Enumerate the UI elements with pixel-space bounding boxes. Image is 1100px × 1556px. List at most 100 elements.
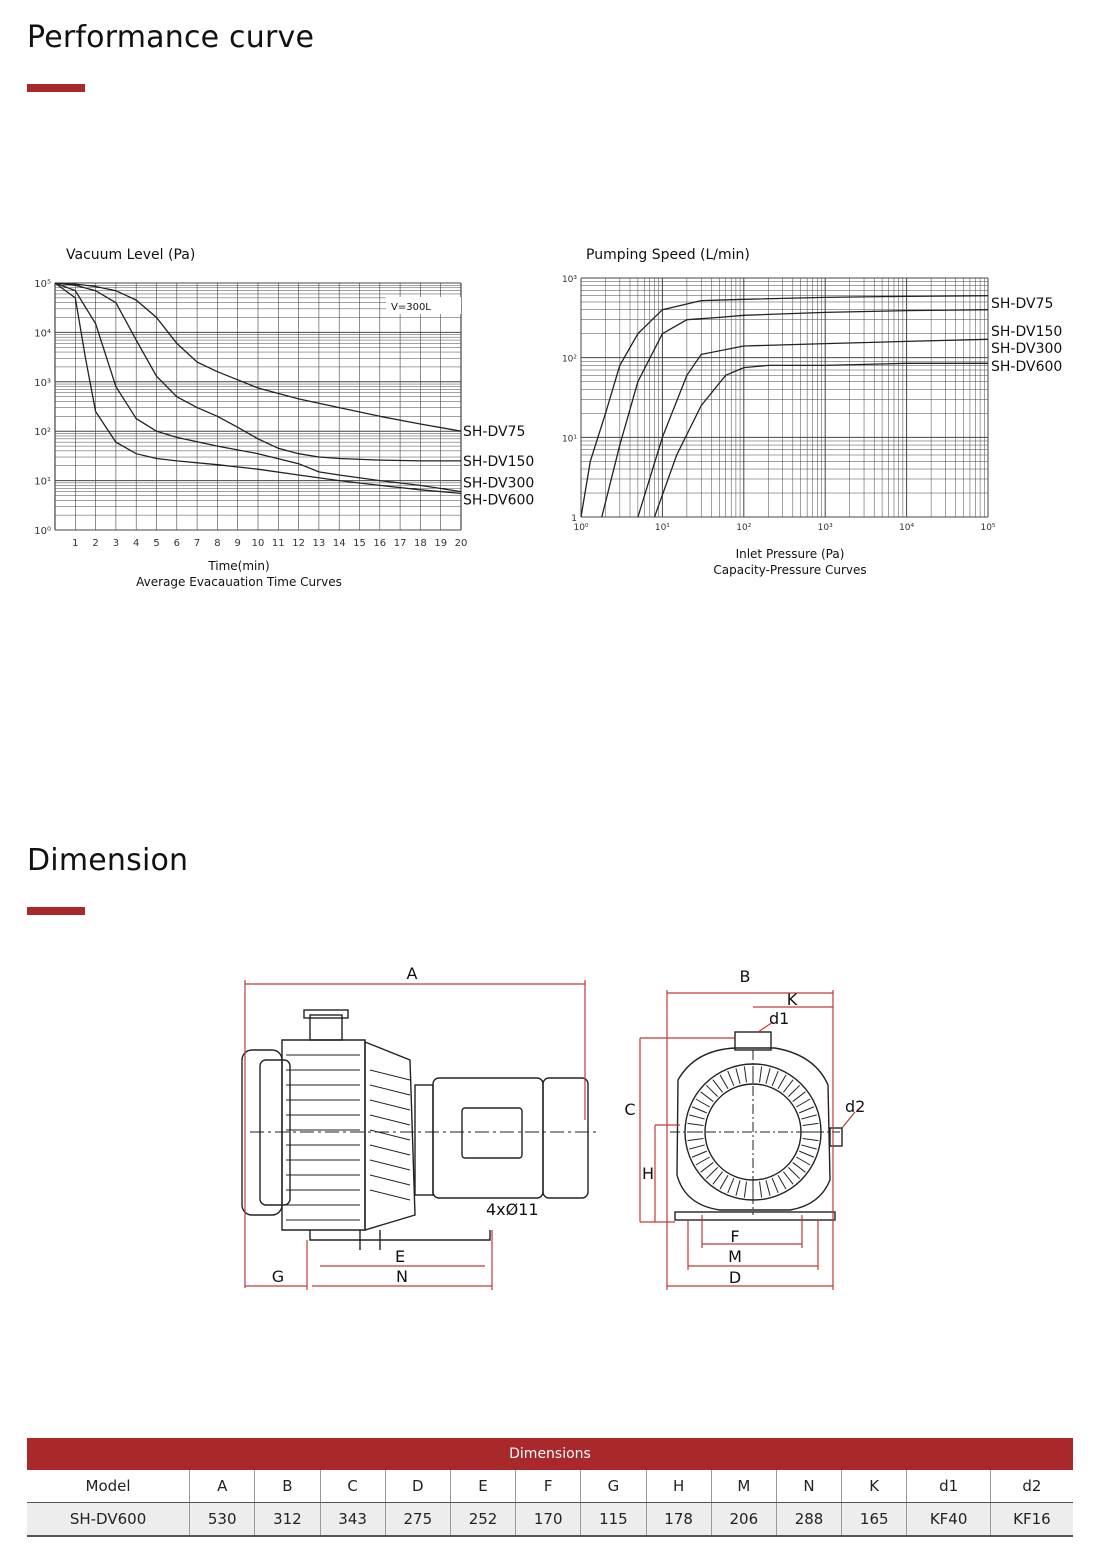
dim-label-f: F [730,1227,739,1246]
series-line-sh-dv75 [580,295,989,518]
series-label: SH-DV600 [463,492,534,508]
fin [689,1144,705,1150]
table-cell: 530 [189,1502,256,1537]
table-cell: 115 [580,1502,647,1537]
dimension-title: Dimension [27,843,189,878]
series-label: SH-DV75 [463,424,525,440]
table-cell: 275 [385,1502,451,1537]
front-view-housing [676,1047,831,1211]
fin [700,1091,714,1102]
series-label: SH-DV300 [463,476,534,492]
x-tick-label: 6 [174,538,180,549]
dim-label-g: G [272,1267,284,1286]
series-label: SH-DV150 [991,324,1062,340]
x-tick-label: 11 [272,538,285,549]
fin [792,1091,806,1102]
y-tick-label: 10² [562,355,577,365]
table-header-row: Model A B C D E F G H M N K d1 d2 [27,1470,1073,1503]
fin [743,1181,747,1198]
column-header: d2 [990,1470,1073,1503]
fin [771,1070,779,1086]
table-cell: 170 [515,1502,582,1537]
chart-title: Vacuum Level (Pa) [66,247,195,263]
fin [788,1084,801,1097]
dim-label-k: K [787,990,798,1009]
fin [727,1070,735,1086]
x-tick-label: 5 [153,538,159,549]
performance-title: Performance curve [27,20,315,55]
fin [695,1156,710,1166]
title-accent-bar [27,84,85,92]
chart-title: Pumping Speed (L/min) [586,247,750,263]
table-cell: 252 [450,1502,517,1537]
column-header: D [385,1470,451,1503]
fin [727,1178,735,1194]
table-cell: KF16 [990,1502,1073,1537]
dim-label-d: D [729,1268,741,1287]
series-line-sh-dv300 [54,282,462,493]
fin [777,1175,787,1190]
fin [735,1180,741,1196]
series-line-sh-dv150 [54,282,461,462]
dim-label-d1: d1 [769,1009,789,1028]
series-line-sh-dv150 [601,309,989,518]
y-tick-label: 10¹ [34,477,51,488]
column-header: G [580,1470,647,1503]
series-label: SH-DV150 [463,454,534,470]
x-tick-label: 10⁴ [899,523,914,533]
dim-label-a: A [407,964,418,983]
column-header: E [450,1470,517,1503]
terminal-box [461,1107,523,1159]
table-cell: 343 [320,1502,386,1537]
x-tick-label: 15 [353,538,366,549]
table-cell: KF40 [906,1502,991,1537]
fin [771,1178,779,1194]
base-plate [309,1230,491,1241]
dim-label-e: E [395,1247,405,1266]
series-line-sh-dv600 [653,362,988,518]
fin [801,1144,817,1150]
column-header: K [841,1470,908,1503]
pumping-speed-chart-svg: Pumping Speed (L/min) 10⁰ 10¹ 10² 10³ 10⁴ 10⁵… [562,247,1062,577]
x-tick-label: 19 [434,538,447,549]
fin [765,1180,771,1196]
series-line-sh-dv75 [54,282,462,432]
table-cell: 165 [841,1502,908,1537]
inlet-flange [309,1014,343,1041]
table-cell: 288 [776,1502,843,1537]
chart-caption: Average Evacauation Time Curves [136,575,342,589]
pumping-speed-chart: Pumping Speed (L/min) 10⁰ 10¹ 10² 10³ 10⁴ 10⁵… [560,240,1080,600]
column-header: B [254,1470,321,1503]
x-tick-label: 10² [736,523,751,533]
x-tick-label: 10⁵ [980,523,995,533]
dimensions-table-caption: Dimensions [27,1438,1073,1470]
table-cell: SH-DV600 [27,1502,191,1537]
series-line-sh-dv600 [54,282,462,495]
fin [719,1175,729,1190]
mounting-holes-label: 4xØ11 [486,1200,539,1219]
fin [783,1171,794,1185]
fin [759,1066,763,1083]
x-tick-label: 9 [235,538,241,549]
y-tick-label: 10³ [562,275,577,285]
fin [783,1079,794,1093]
x-tick-label: 17 [394,538,407,549]
x-tick-label: 18 [414,538,427,549]
y-tick-label: 10⁴ [34,328,51,339]
fin [796,1098,811,1108]
fin [687,1122,704,1126]
x-tick-label: 10⁰ [573,523,588,533]
table-cell: 206 [711,1502,777,1537]
fin [801,1114,817,1120]
x-tick-label: 13 [313,538,326,549]
x-tick-label: 10¹ [655,523,670,533]
fin [689,1114,705,1120]
fin [759,1181,763,1198]
y-tick-label: 10⁵ [34,279,51,290]
y-tick-label: 10¹ [562,434,577,444]
y-tick-label: 10³ [34,378,51,389]
fin [691,1106,707,1114]
x-tick-label: 1 [72,538,78,549]
fin [777,1074,787,1089]
